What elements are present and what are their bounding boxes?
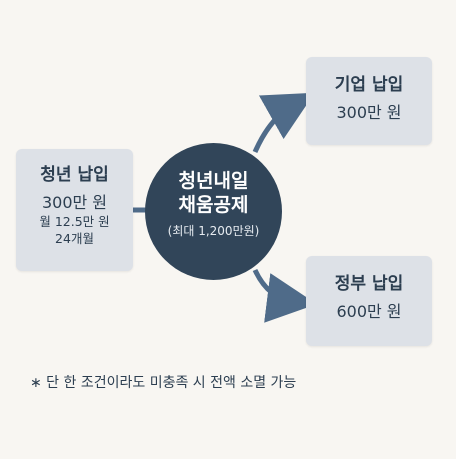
center-max-note: (최대 1,200만원) [167, 224, 260, 238]
youth-payment-months: 24개월 [55, 231, 94, 246]
youth-payment-box: 청년 납입 300만 원 월 12.5만 원 24개월 [16, 149, 133, 271]
youth-tomorrow-fund-circle: 청년내일 채움공제 (최대 1,200만원) [145, 143, 282, 280]
center-title-line2: 채움공제 [178, 194, 249, 216]
youth-payment-monthly: 월 12.5만 원 [39, 214, 110, 229]
youth-payment-amount: 300만 원 [41, 193, 108, 212]
company-payment-title: 기업 납입 [334, 75, 404, 95]
government-payment-title: 정부 납입 [334, 274, 404, 294]
government-payment-amount: 600만 원 [336, 302, 402, 321]
government-payment-box: 정부 납입 600만 원 [306, 256, 432, 346]
arrow-to-company [252, 92, 315, 154]
company-payment-amount: 300만 원 [336, 103, 402, 122]
footnote: ∗ 단 한 조건이라도 미충족 시 전액 소멸 가능 [30, 375, 297, 391]
arrow-to-government [252, 268, 317, 323]
center-title-line1: 청년내일 [178, 170, 249, 192]
youth-payment-title: 청년 납입 [40, 165, 109, 185]
company-payment-box: 기업 납입 300만 원 [306, 57, 432, 145]
